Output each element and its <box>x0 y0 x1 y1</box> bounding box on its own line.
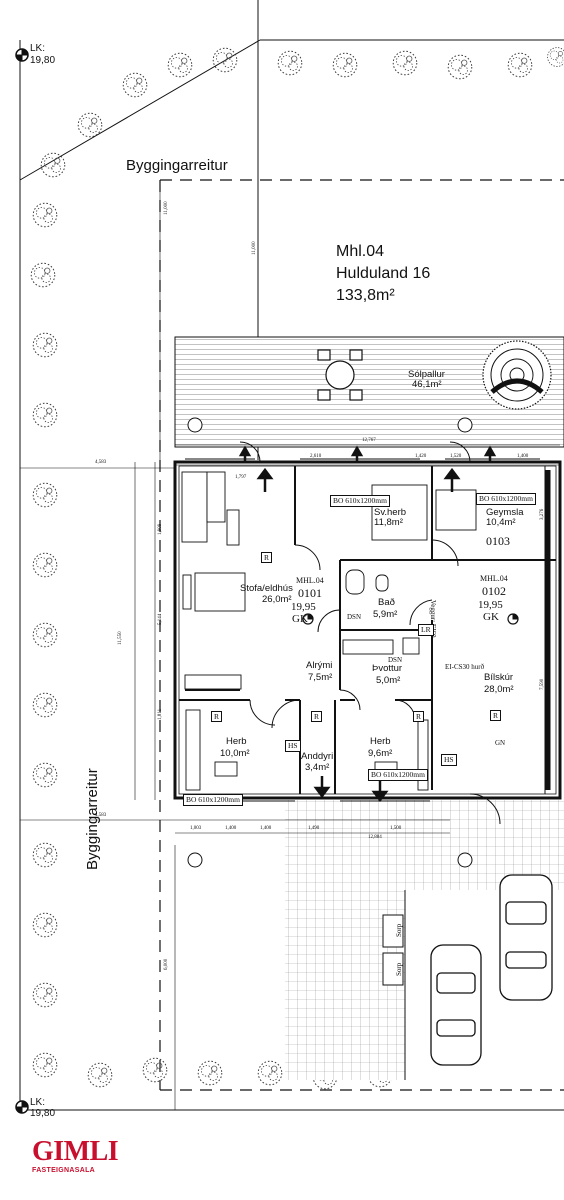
dim-top-5: 1,400 <box>517 454 529 459</box>
dim-right-2: 7,590 <box>540 678 545 690</box>
room-living-name: Stofa/eldhús <box>240 583 293 594</box>
room-bedroom-1-area: 10,0m² <box>220 748 250 759</box>
section-markers <box>187 417 473 868</box>
dim-left-total: 11,550 <box>118 631 123 645</box>
building-id: Mhl.04 <box>336 243 385 260</box>
dim-bottom-2: 1,400 <box>225 826 237 831</box>
room-hall-name: Alrými <box>306 660 333 671</box>
room-entry-name: Anddyri <box>301 751 334 762</box>
r-tag-garage: R <box>490 710 501 721</box>
hs-tag-a: HS <box>285 740 301 752</box>
room-storage-area: 10,4m² <box>486 517 516 528</box>
room-bedroom-2-area: 9,6m² <box>368 748 393 759</box>
address: Hulduland 16 <box>336 265 431 282</box>
unit-b-mhl: MHL.04 <box>480 574 508 583</box>
dim-right-1: 3,276 <box>540 508 545 520</box>
window-tag-a: BO 610x1200mm <box>330 495 390 507</box>
room-bedroom-1-name: Herb <box>226 736 247 747</box>
dim-vertical-top: 11,000 <box>164 201 169 215</box>
building-walls <box>173 460 562 800</box>
dim-bottom-4: 1,490 <box>308 826 320 831</box>
room-garage-name: Bílskúr <box>484 672 514 683</box>
entry-arrows <box>238 445 497 803</box>
unit-b-number: 0102 <box>482 584 506 598</box>
unit-a-number: 0101 <box>298 586 322 600</box>
bin-1-label: Sorp <box>395 923 403 937</box>
dim-offset-left-b: 4,583 <box>95 813 107 818</box>
dim-top-1: 1,797 <box>235 475 247 480</box>
patio-table <box>317 349 363 401</box>
level-bottom-label: LK: <box>30 1097 46 1108</box>
room-bath-area: 5,9m² <box>373 609 398 620</box>
dim-vertical-bottom: 6,000 <box>164 958 169 970</box>
room-bath-name: Bað <box>378 597 395 608</box>
gn-tag: GN <box>495 739 506 747</box>
dim-top-4: 1,520 <box>450 454 462 459</box>
lr-tag: LR <box>418 624 434 636</box>
dim-top-total: 12,767 <box>362 438 376 443</box>
dim-left-2: 5,144 <box>158 613 163 625</box>
dsn-tag-a: DSN <box>347 613 362 621</box>
dim-left-1: 1,909 <box>158 523 163 535</box>
fire-door-tag: EI-CS30 hurð <box>445 663 485 671</box>
bins <box>382 914 404 986</box>
unit-b-gk: 19,95 <box>478 599 503 611</box>
r-tag-hall: R <box>311 711 322 722</box>
dim-top-2: 2,610 <box>310 454 322 459</box>
room-bedroom-2-name: Herb <box>370 736 391 747</box>
building-area-top-label: Byggingarreitur <box>126 157 228 174</box>
dim-bottom-1: 1,003 <box>190 826 202 831</box>
room-entry-area: 3,4m² <box>305 762 330 773</box>
dim-left-3: 1,811 <box>158 708 163 720</box>
window-tag-b: BO 610x1200mm <box>476 493 536 505</box>
window-tag-c: BO 610x1200mm <box>368 769 428 781</box>
dim-bottom-5: 1,500 <box>390 826 402 831</box>
dim-bottom-total: 12,884 <box>368 835 382 840</box>
r-tag-bedroom-1: R <box>211 711 222 722</box>
unit-c-number: 0103 <box>486 534 510 548</box>
dim-offset-left: 4,583 <box>95 460 107 465</box>
unit-a-gk-label: GK <box>292 613 308 625</box>
site-boundary <box>19 0 564 1111</box>
room-sv-herb-area: 11,8m² <box>374 517 403 528</box>
door-swings <box>239 441 501 825</box>
dim-top-3: 1,420 <box>415 454 427 459</box>
bin-2-label: Sorp <box>395 962 403 976</box>
room-laundry-area: 5,0m² <box>376 675 401 686</box>
level-markers <box>15 48 519 1114</box>
room-hall-area: 7,5m² <box>308 672 333 683</box>
dim-vertical-top-b: 11,000 <box>252 241 257 255</box>
hot-tub <box>482 340 552 410</box>
dimension-lines <box>20 180 560 1110</box>
r-tag-bedroom-2: R <box>413 711 424 722</box>
cars <box>430 874 553 1066</box>
company-logo: GIMLI FASTEIGNASALA <box>32 1136 119 1175</box>
room-laundry-name: Þvottur <box>372 663 403 674</box>
dsn-tag-b: DSN <box>388 656 403 664</box>
room-garage-area: 28,0m² <box>484 684 514 695</box>
logo-subtitle: FASTEIGNASALA <box>32 1167 96 1174</box>
r-tag-living: R <box>261 552 272 563</box>
room-storage-name: Geymsla <box>486 507 524 518</box>
unit-a-mhl: MHL.04 <box>296 576 324 585</box>
level-top-value: 19,80 <box>30 55 56 66</box>
logo-name: GIMLI <box>32 1136 119 1167</box>
total-area: 133,8m² <box>336 287 395 304</box>
hs-tag-b: HS <box>441 754 457 766</box>
window-tag-d: BO 610x1200mm <box>183 794 243 806</box>
level-bottom-value: 19,80 <box>30 1108 56 1119</box>
room-living-area: 26,0m² <box>262 594 292 605</box>
room-sv-herb-name: Sv.herb <box>374 507 407 518</box>
level-top-label: LK: <box>30 43 46 54</box>
building-area-side-label: Byggingarreitur <box>84 768 101 870</box>
furniture <box>181 471 477 791</box>
unit-a-gk: 19,95 <box>291 601 316 613</box>
unit-b-gk-label: GK <box>483 611 499 623</box>
deck-area: 46,1m² <box>412 379 442 390</box>
dim-bottom-3: 1,400 <box>260 826 272 831</box>
deck-name: Sólpallur <box>408 369 445 380</box>
